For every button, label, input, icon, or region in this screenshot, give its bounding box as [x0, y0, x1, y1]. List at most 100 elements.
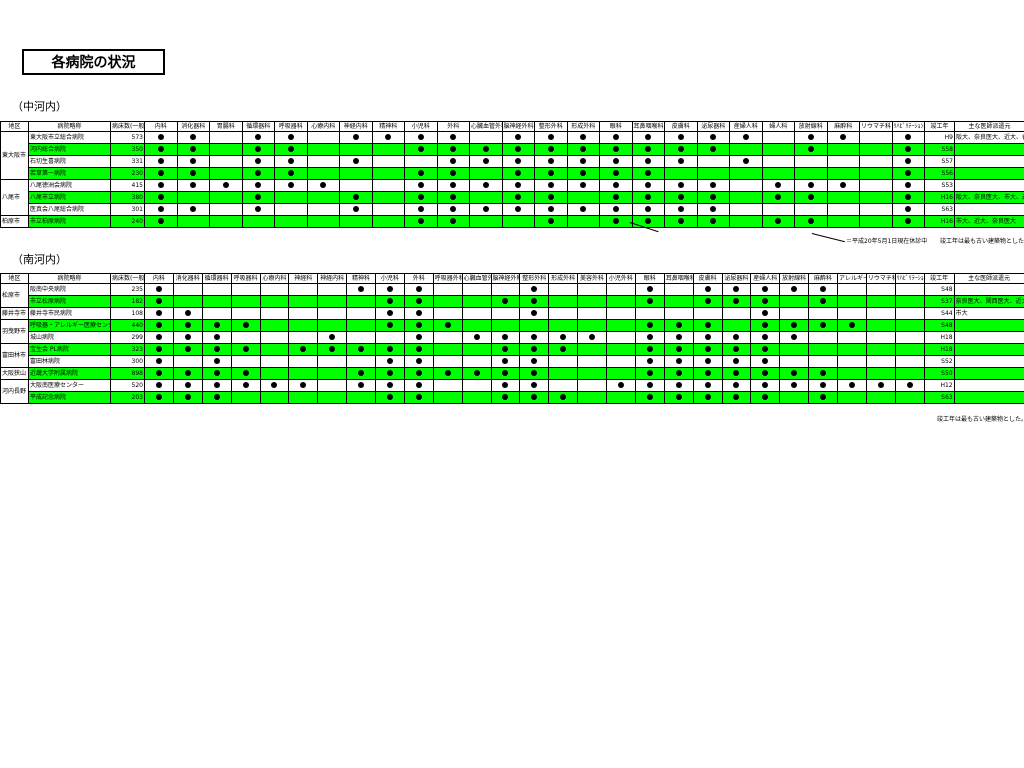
department-cell: [606, 391, 636, 404]
dot-marker: [645, 157, 652, 164]
department-cell: [469, 203, 503, 216]
department-cell: [606, 319, 636, 332]
department-cell: [306, 179, 340, 192]
dot-marker: [417, 181, 424, 188]
department-cell: [891, 143, 925, 156]
dot-marker: [184, 393, 191, 400]
section-label-naka-kawachi: （中河内）: [12, 100, 67, 113]
dot-marker: [482, 181, 489, 188]
dot-marker: [155, 321, 162, 328]
dot-marker: [675, 381, 682, 388]
department-cell: [865, 331, 896, 344]
column-header: 内科: [144, 121, 178, 132]
department-cell: [339, 143, 373, 156]
department-cell: [534, 167, 568, 180]
dot-marker: [589, 333, 596, 340]
dot-marker: [255, 193, 262, 200]
department-cell: [859, 203, 893, 216]
column-header: 皮膚科: [692, 273, 723, 284]
dot-marker: [677, 205, 684, 212]
department-cell: [371, 179, 405, 192]
column-header: 放射線科: [779, 273, 810, 284]
department-cell: [371, 155, 405, 168]
department-cell: [779, 295, 810, 308]
department-cell: [375, 331, 405, 344]
department-cell: [306, 143, 340, 156]
dot-marker: [386, 381, 393, 388]
department-cell: [461, 307, 492, 320]
hospital-name: 石切生喜病院: [28, 155, 111, 168]
department-cell: [306, 191, 340, 204]
department-cell: [606, 379, 636, 392]
department-cell: [894, 379, 925, 392]
department-cell: [201, 391, 232, 404]
dot-marker: [791, 333, 798, 340]
dot-marker: [733, 297, 740, 304]
department-cell: [274, 215, 308, 228]
department-cell: [259, 343, 290, 356]
department-cell: [634, 331, 665, 344]
dot-marker: [704, 321, 711, 328]
dot-marker: [255, 145, 262, 152]
department-cell: [201, 343, 232, 356]
department-cell: [750, 331, 781, 344]
bed-count: 440: [110, 319, 145, 332]
dot-marker: [675, 333, 682, 340]
department-cell: [794, 215, 828, 228]
dot-marker: [612, 193, 619, 200]
department-cell: [375, 343, 405, 356]
column-header: 心臓血管外科: [469, 121, 503, 132]
department-cell: [859, 131, 893, 144]
department-cell: [865, 295, 896, 308]
column-header: 循環器科: [201, 273, 232, 284]
dot-marker: [386, 393, 393, 400]
area-cell: 河内長野: [0, 379, 29, 404]
department-cell: [566, 215, 600, 228]
dot-marker: [417, 193, 424, 200]
department-cell: [144, 319, 174, 332]
construction-year: S48: [923, 283, 955, 296]
column-header: 心療内科: [259, 273, 290, 284]
department-cell: [339, 203, 373, 216]
department-cell: [750, 355, 781, 368]
column-header: アレルギー科: [837, 273, 867, 284]
department-cell: [631, 167, 665, 180]
department-cell: [403, 331, 434, 344]
dot-marker: [417, 217, 424, 224]
department-cell: [230, 391, 261, 404]
dot-marker: [531, 309, 538, 316]
dot-marker: [502, 297, 509, 304]
bed-count: 300: [110, 355, 145, 368]
department-cell: [201, 307, 232, 320]
department-cell: [696, 191, 730, 204]
department-cell: [794, 155, 828, 168]
dot-marker: [905, 181, 912, 188]
department-cell: [172, 367, 203, 380]
dot-marker: [386, 321, 393, 328]
department-cell: [631, 191, 665, 204]
column-header: 主な医師派遣元: [953, 273, 1024, 284]
dot-marker: [386, 345, 393, 352]
hospital-name: 八尾市立病院: [28, 191, 111, 204]
physician-source: [953, 343, 1024, 356]
department-cell: [230, 295, 261, 308]
department-cell: [859, 167, 893, 180]
department-cell: [548, 331, 579, 344]
dot-marker: [646, 345, 653, 352]
department-cell: [317, 283, 348, 296]
department-cell: [144, 307, 174, 320]
column-header: ﾘﾊﾋﾞﾘﾃｰｼｮﾝ科: [891, 121, 925, 132]
dot-marker: [157, 205, 164, 212]
column-header: 神経内科: [339, 121, 373, 132]
department-cell: [606, 343, 636, 356]
dot-marker: [820, 369, 827, 376]
dot-marker: [415, 297, 422, 304]
construction-year: S63: [923, 391, 955, 404]
dot-marker: [190, 157, 197, 164]
department-cell: [432, 343, 463, 356]
department-cell: [599, 131, 633, 144]
department-cell: [339, 179, 373, 192]
